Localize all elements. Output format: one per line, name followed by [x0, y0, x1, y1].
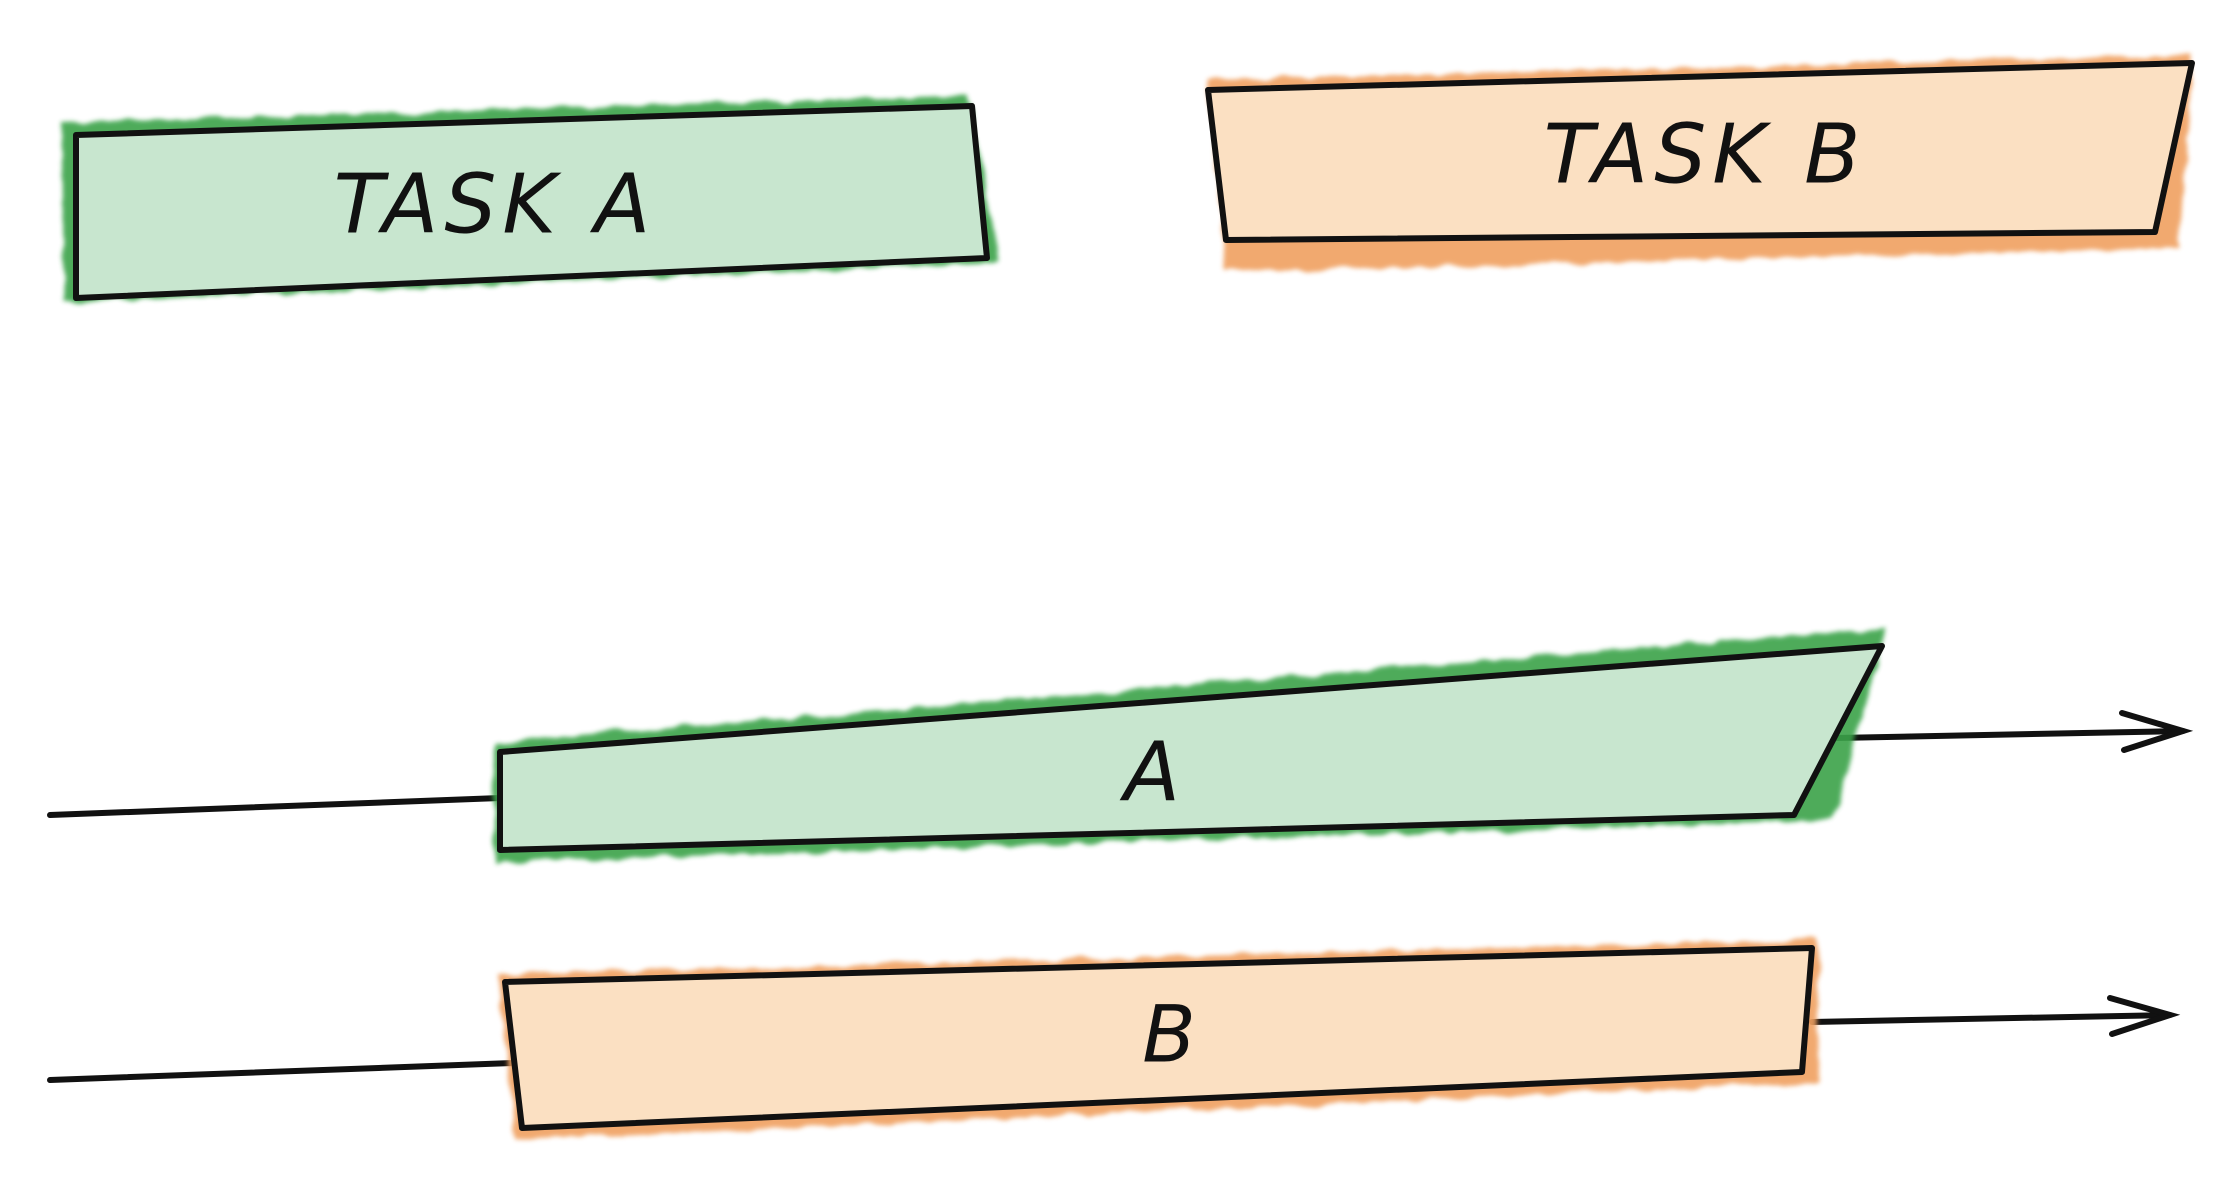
lane-a-bar — [497, 643, 1885, 853]
lane-a-line-out — [1833, 728, 2186, 741]
lane-a-line-in — [47, 795, 503, 818]
task-a-box: TASK A — [62, 96, 1000, 302]
lane-b: B — [47, 940, 2181, 1140]
lane-a-arrowhead — [2119, 710, 2194, 753]
lane-b-bar — [502, 945, 1815, 1131]
task-b-label: TASK B — [1544, 107, 1867, 202]
task-a-bar — [73, 103, 990, 301]
lane-b-line-out — [1809, 1012, 2173, 1025]
task-b-bar — [1205, 60, 2195, 243]
lane-b-line-in — [47, 1060, 517, 1083]
task-a-label: TASK A — [334, 157, 657, 252]
lane-b-arrowhead — [2107, 995, 2181, 1037]
lane-a-label: A — [1119, 725, 1186, 820]
task-b-box: TASK B — [1205, 55, 2195, 272]
lane-b-label: B — [1142, 990, 1202, 1080]
lane-a: A — [47, 628, 2194, 862]
